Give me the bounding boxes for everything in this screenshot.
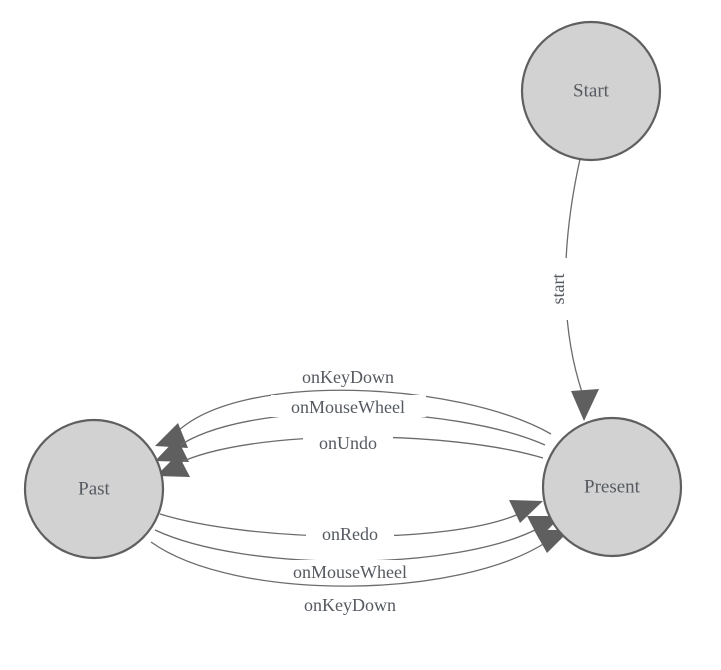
node-past[interactable]: Past <box>23 418 165 560</box>
edge-start-to-present[interactable]: start <box>546 158 599 421</box>
arrowhead-present-to-past-onkeydown <box>155 423 188 448</box>
edge-label-past-present-2: onMouseWheel <box>293 562 407 582</box>
edge-past-to-present-onredo[interactable]: onRedo <box>159 500 543 544</box>
edge-label-past-present-1: onRedo <box>322 524 378 544</box>
node-present[interactable]: Present <box>541 416 683 558</box>
node-start-label: Start <box>573 81 610 102</box>
edge-start-to-present-path <box>564 158 585 399</box>
node-start-circle <box>520 20 662 162</box>
node-present-label: Present <box>584 477 641 498</box>
edge-label-present-past-3: onUndo <box>319 433 377 453</box>
arrowhead-past-to-present-onkeydown <box>534 530 570 553</box>
edge-label-present-past-1: onKeyDown <box>302 367 394 387</box>
arrowhead-present-to-past-onundo <box>156 454 190 477</box>
edge-past-to-present-onmousewheel[interactable]: onMouseWheel <box>154 516 561 582</box>
edge-present-to-past-onmousewheel[interactable]: onMouseWheel <box>155 395 546 462</box>
edge-label-start: start <box>548 274 568 305</box>
edge-label-bg-present-past-1 <box>281 365 414 387</box>
edge-past-to-present-onkeydown-path <box>150 540 549 587</box>
node-start[interactable]: Start <box>520 20 662 162</box>
edge-present-to-past-onundo[interactable]: onUndo <box>156 431 544 477</box>
edge-present-to-past-onkeydown-path <box>175 389 552 435</box>
arrowhead-present-to-past-onmousewheel <box>155 438 189 462</box>
edge-label-past-present-3: onKeyDown <box>304 595 396 615</box>
edge-label-bg-past-present-1 <box>306 522 394 544</box>
edge-label-bg-present-past-3 <box>303 431 393 453</box>
edge-label-bg-past-present-2 <box>272 560 427 582</box>
edge-label-bg-past-present-3 <box>283 593 416 615</box>
edge-label-bg-present-past-2 <box>271 395 426 417</box>
edge-present-to-past-onkeydown[interactable]: onKeyDown <box>155 365 552 448</box>
edge-label-bg-start <box>546 258 568 320</box>
edge-label-present-past-2: onMouseWheel <box>291 397 405 417</box>
node-past-circle <box>23 418 165 560</box>
node-present-circle <box>541 416 683 558</box>
edge-past-to-present-onkeydown[interactable]: onKeyDown <box>150 530 570 615</box>
arrowhead-past-to-present-onredo <box>509 500 543 523</box>
arrowhead-start-to-present <box>571 389 599 421</box>
node-past-label: Past <box>78 479 110 500</box>
